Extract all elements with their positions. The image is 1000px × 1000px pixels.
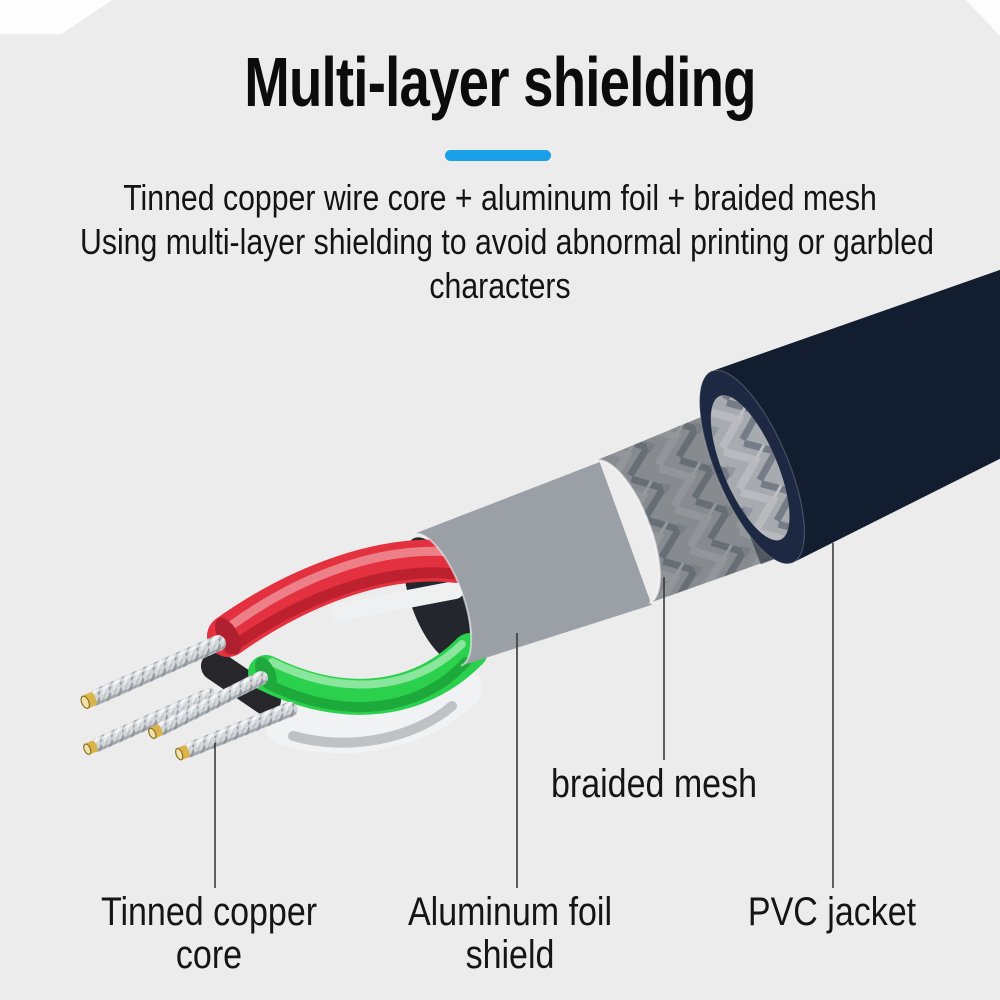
description-line-1: Tinned copper wire core + aluminum foil … <box>123 177 877 218</box>
label-tinned-copper-line2: core <box>175 933 243 977</box>
label-braided-mesh: braided mesh <box>550 762 758 806</box>
tinned-copper-strand <box>80 634 226 709</box>
description-line-2: Using multi-layer shielding to avoid abn… <box>80 221 934 262</box>
wire-red <box>207 539 479 657</box>
wire-white-upper-sliver <box>331 581 464 621</box>
wire-red-cut-face <box>215 617 241 655</box>
wire-red-shade <box>224 567 462 655</box>
wire-red-highlight <box>227 546 457 630</box>
wire-bundle <box>201 539 488 754</box>
description-line-3: characters <box>429 265 571 306</box>
description: Tinned copper wire core + aluminum foil … <box>80 176 934 308</box>
aluminum-foil-shape <box>412 462 652 667</box>
label-pvc-jacket: PVC jacket <box>747 890 917 934</box>
wire-green <box>248 633 488 715</box>
leader-lines <box>214 543 834 888</box>
tinned-copper-strand <box>148 670 269 740</box>
wire-white-shadow <box>288 701 457 748</box>
title-divider <box>445 150 551 161</box>
label-tinned-copper-line1: Tinned copper <box>100 890 318 934</box>
tinned-copper-strands <box>80 634 298 761</box>
label-aluminum-foil-line1: Aluminum foil <box>407 890 613 934</box>
wire-green-highlight <box>268 640 466 689</box>
page-title: Multi-layer shielding <box>244 43 756 121</box>
wire-white <box>265 666 482 754</box>
tinned-copper-strand <box>83 688 216 755</box>
pvc-jacket-shape <box>698 225 1000 565</box>
label-aluminum-foil-line2: shield <box>465 933 555 977</box>
wire-green-shade <box>263 657 471 712</box>
